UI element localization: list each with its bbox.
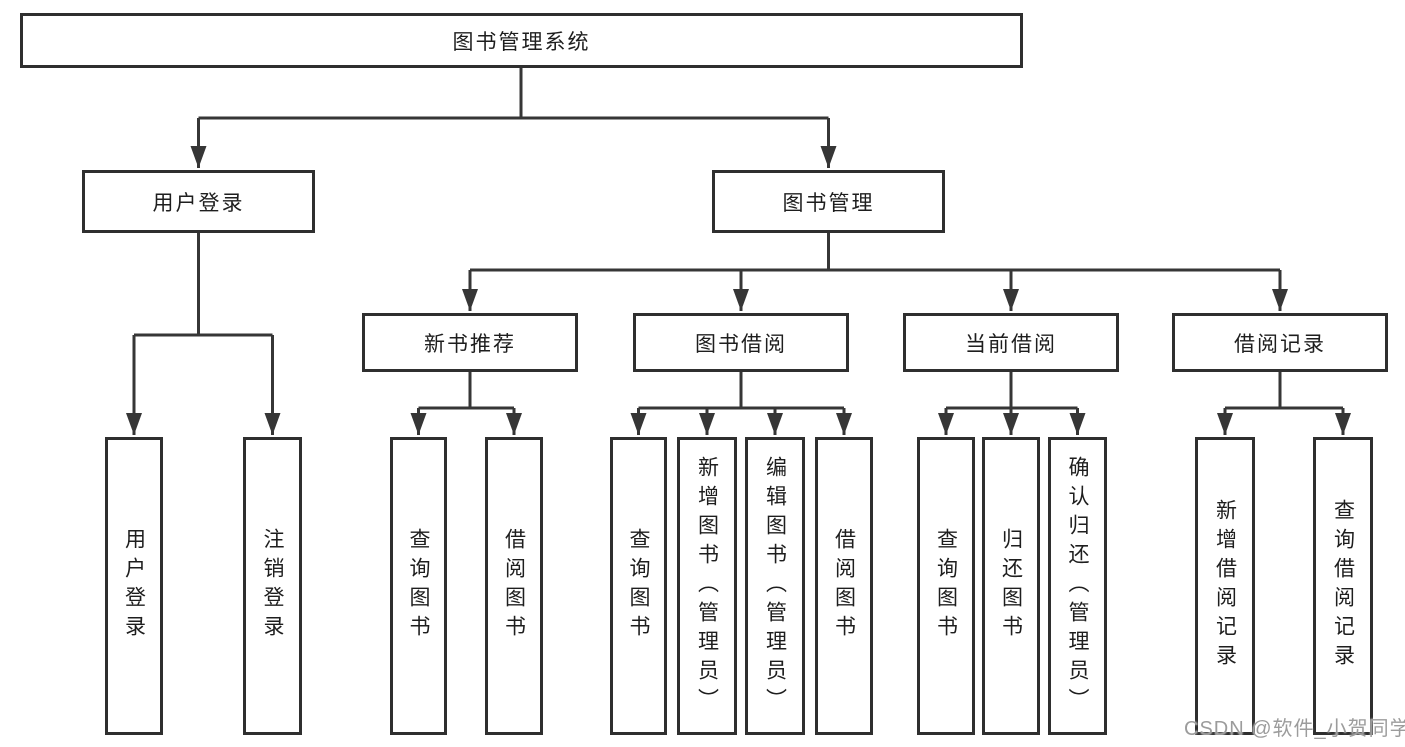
leaf-add-book-admin: 新增图书（管理员） (677, 437, 737, 735)
leaf-logout: 注销登录 (243, 437, 302, 735)
csdn-watermark: CSDN @软件_小贺同学 (1184, 718, 1405, 740)
node-user-login: 用户登录 (82, 170, 315, 233)
leaf-borrow-book: 借阅图书 (815, 437, 873, 735)
leaf-confirm-return-admin: 确认归还（管理员） (1048, 437, 1107, 735)
connector-arrows (126, 118, 1351, 435)
leaf-query-borrow-record: 查询借阅记录 (1313, 437, 1373, 735)
leaf-query-book-current: 查询图书 (917, 437, 975, 735)
leaf-add-borrow-record: 新增借阅记录 (1195, 437, 1255, 735)
node-book-borrow: 图书借阅 (633, 313, 849, 372)
leaf-user-login: 用户登录 (105, 437, 163, 735)
node-new-book-recommend: 新书推荐 (362, 313, 578, 372)
leaf-return-book: 归还图书 (982, 437, 1040, 735)
leaf-query-book-recommend: 查询图书 (390, 437, 447, 735)
node-current-borrow: 当前借阅 (903, 313, 1119, 372)
leaf-edit-book-admin: 编辑图书（管理员） (745, 437, 805, 735)
node-root: 图书管理系统 (20, 13, 1023, 68)
connector-trunks (134, 68, 1343, 410)
node-book-management: 图书管理 (712, 170, 945, 233)
node-borrow-records: 借阅记录 (1172, 313, 1388, 372)
leaf-query-book-borrow: 查询图书 (610, 437, 667, 735)
leaf-borrow-book-recommend: 借阅图书 (485, 437, 543, 735)
